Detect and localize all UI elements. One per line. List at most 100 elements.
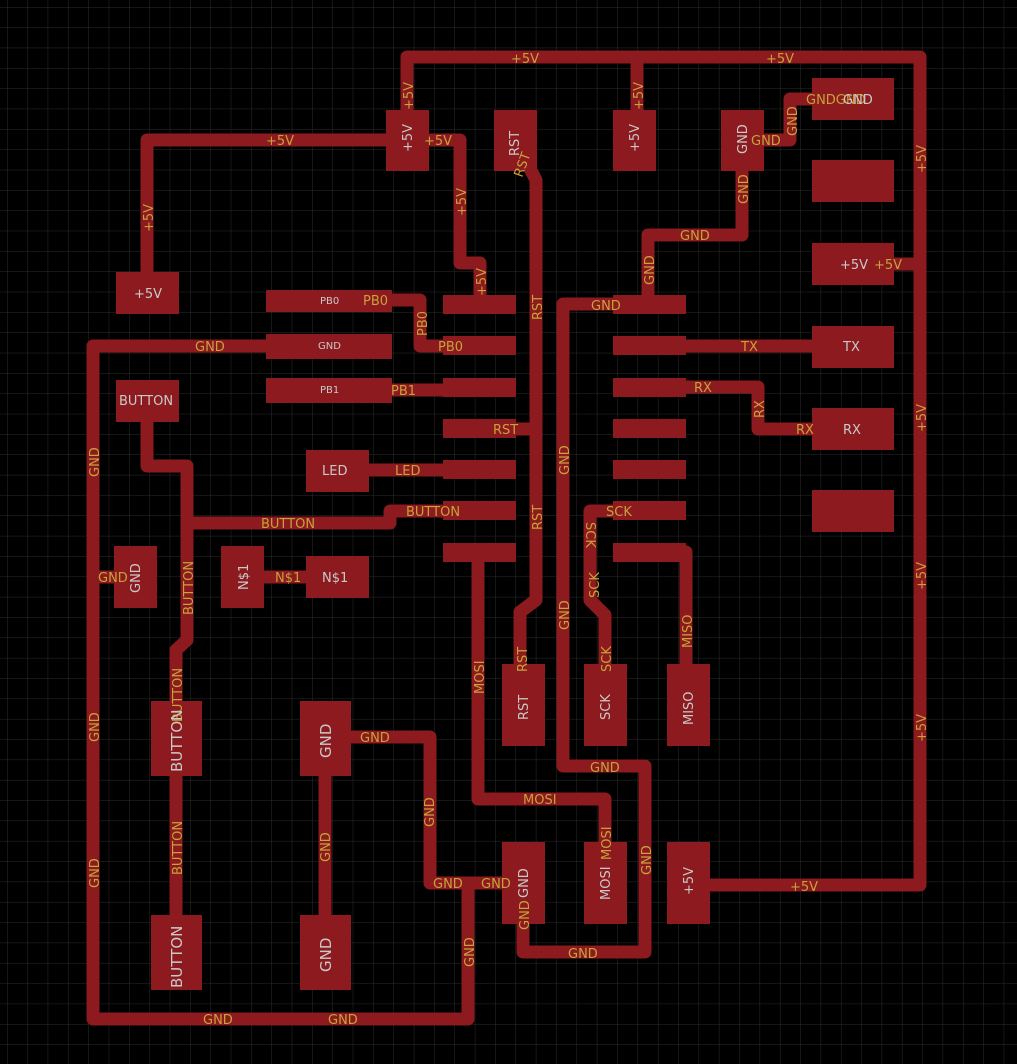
net-label-gnd: GND xyxy=(640,845,655,875)
pad-mcu-r2[interactable] xyxy=(613,336,686,355)
net-label-led: LED xyxy=(395,464,420,479)
pad-ftdi-rx[interactable] xyxy=(812,408,894,450)
net-label-tx: TX xyxy=(740,340,758,355)
net-label-pb0: PB0 xyxy=(438,340,463,355)
net-label-5v: +5V xyxy=(915,145,930,173)
pad-switch-gnd-top[interactable] xyxy=(300,701,351,776)
pad-mcu-r3[interactable] xyxy=(613,378,686,397)
pad-isp-sck[interactable] xyxy=(584,664,627,746)
pad-mcu-r6[interactable] xyxy=(613,501,686,520)
pad-ns1-right[interactable] xyxy=(306,556,369,598)
pad-mcu-l2[interactable] xyxy=(443,336,516,355)
net-label-button: BUTTON xyxy=(182,561,197,615)
net-label-mosi: MOSI xyxy=(473,660,488,694)
pad-5v-top-mid[interactable] xyxy=(613,110,656,171)
pad-label-button: BUTTON xyxy=(168,710,186,772)
trace-5v-mcu xyxy=(400,133,487,311)
pad-ftdi-5v[interactable] xyxy=(812,243,894,285)
trace-rx xyxy=(643,380,857,436)
pad-ns1-left[interactable] xyxy=(221,546,264,608)
net-label-5v: +5V xyxy=(475,268,490,296)
pad-button-top[interactable] xyxy=(116,380,179,422)
pad-mcu-l5[interactable] xyxy=(443,460,516,479)
net-label-5v: +5V xyxy=(266,134,294,149)
pad-gnd-left[interactable] xyxy=(114,546,157,608)
pad-mcu-r7[interactable] xyxy=(613,543,686,562)
net-label-gnd: GND xyxy=(463,937,478,967)
trace-gnd-mcu xyxy=(516,133,749,959)
net-label-rst: RST xyxy=(493,423,518,438)
net-label-rst: RST xyxy=(531,295,546,320)
pad-mcu-l6[interactable] xyxy=(443,501,516,520)
net-label-gnd: GND xyxy=(319,832,334,862)
pad-isp-gnd[interactable] xyxy=(502,842,545,924)
pad-label-sck: SCK xyxy=(599,694,614,720)
pad-5v-top-left[interactable] xyxy=(386,110,429,171)
pad-ftdi-tx[interactable] xyxy=(812,326,894,368)
pad-ftdi-gnd[interactable] xyxy=(812,78,894,120)
pad-label-gnd-small: GND xyxy=(318,341,341,352)
net-label-5v: +5V xyxy=(424,134,452,149)
pad-isp-rst[interactable] xyxy=(502,664,545,746)
pad-pb0-header[interactable] xyxy=(266,290,392,312)
net-label-gnd: GND xyxy=(680,229,710,244)
pad-switch-button-top[interactable] xyxy=(151,701,202,776)
pad-isp-miso[interactable] xyxy=(667,664,710,746)
net-label-gnd: GND xyxy=(568,947,598,962)
net-label-5v: +5V xyxy=(915,714,930,742)
pad-ftdi-2[interactable] xyxy=(812,160,894,202)
pad-led[interactable] xyxy=(306,450,369,492)
pad-mcu-l7[interactable] xyxy=(443,543,516,562)
net-label-5v: +5V xyxy=(915,404,930,432)
pad-mcu-l1[interactable] xyxy=(443,295,516,314)
pad-gnd-header[interactable] xyxy=(266,334,392,359)
trace-gnd-left xyxy=(86,339,530,1026)
net-label-pb1: PB1 xyxy=(391,384,416,399)
net-label-gnd: GND xyxy=(203,1013,233,1028)
pad-isp-mosi[interactable] xyxy=(584,842,627,924)
net-label-gnd: GND xyxy=(591,299,621,314)
pad-label-ns1: N$1 xyxy=(322,571,348,586)
pad-label-miso: MISO xyxy=(682,691,697,725)
pad-label-ns1: N$1 xyxy=(237,564,252,590)
pad-pb1-header[interactable] xyxy=(266,378,392,403)
pad-mcu-l3[interactable] xyxy=(443,378,516,397)
trace-button xyxy=(180,504,487,530)
trace-5v-top xyxy=(400,50,927,892)
net-label-gnd: GND xyxy=(195,340,225,355)
net-label-5v: +5V xyxy=(142,204,157,232)
net-label-sck: SCK xyxy=(606,505,632,520)
pad-label-5v: +5V xyxy=(401,124,416,152)
pad-label-5v: +5V xyxy=(628,124,643,152)
pad-switch-gnd-bottom[interactable] xyxy=(300,915,351,990)
pad-switch-button-bottom[interactable] xyxy=(151,915,202,990)
pad-label-gnd: GND xyxy=(736,124,751,154)
net-label-5v: +5V xyxy=(790,880,818,895)
pad-mcu-r4[interactable] xyxy=(613,419,686,438)
pad-label-gnd: GND xyxy=(129,563,144,593)
net-label-gnd: GND xyxy=(88,858,103,888)
net-label-5v: +5V xyxy=(874,258,902,273)
net-label-gnd: GND xyxy=(643,255,658,285)
net-label-5v: +5V xyxy=(511,52,539,67)
pad-label-5v: +5V xyxy=(682,867,697,895)
pad-isp-5v[interactable] xyxy=(667,842,710,924)
net-label-5v: +5V xyxy=(455,188,470,216)
pad-label-tx: TX xyxy=(842,340,860,355)
net-label-gnd: GND xyxy=(433,877,463,892)
pad-rst-top[interactable] xyxy=(494,110,537,171)
net-label-gnd: GND xyxy=(88,447,103,477)
net-label-gnd: GND xyxy=(328,1013,358,1028)
pad-ftdi-6[interactable] xyxy=(812,490,894,532)
net-labels: +5V +5V +5V +5V +5V +5V +5V +5V +5V +5V … xyxy=(88,52,930,1028)
net-label-5v: +5V xyxy=(402,82,417,110)
pad-mcu-r1[interactable] xyxy=(613,295,686,314)
pad-label-button: BUTTON xyxy=(119,394,173,409)
pad-mcu-l4[interactable] xyxy=(443,419,516,438)
net-label-pb0: PB0 xyxy=(363,294,388,309)
pad-5v-left[interactable] xyxy=(116,272,179,314)
pad-mcu-r5[interactable] xyxy=(613,460,686,479)
pad-gnd-top[interactable] xyxy=(721,110,764,171)
pad-label-pb1: PB1 xyxy=(320,385,339,396)
